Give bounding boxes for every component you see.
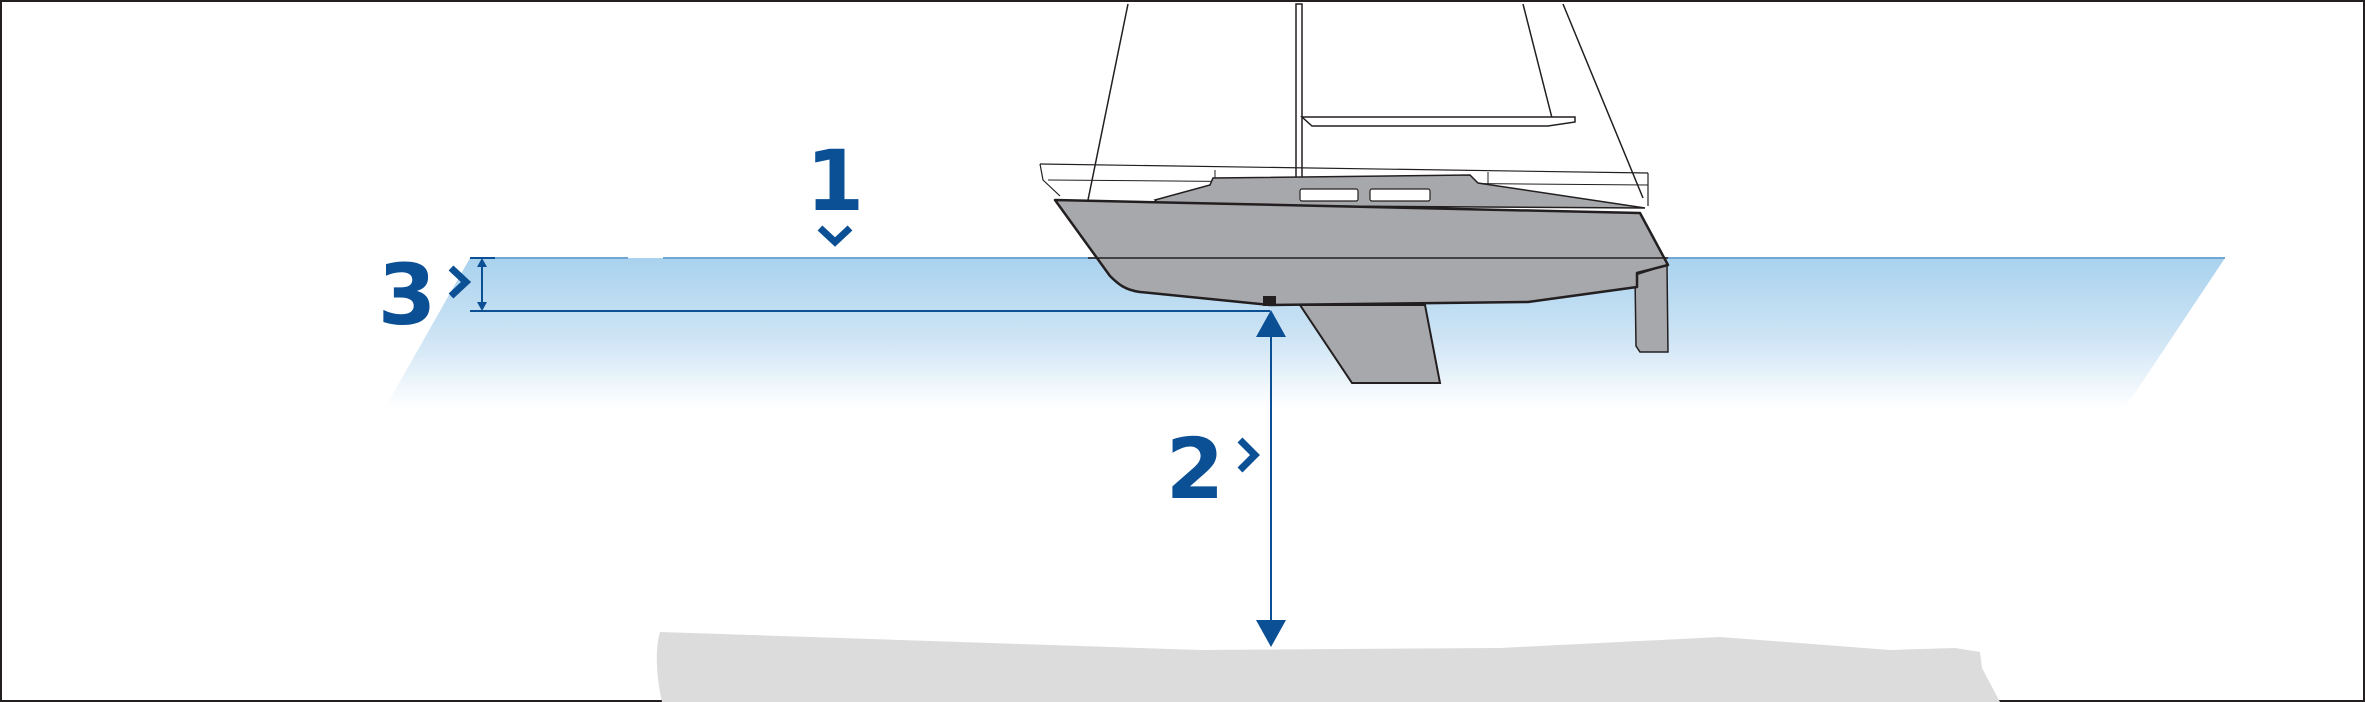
water-body: [385, 258, 2225, 408]
offset-arrowhead-down: [477, 302, 487, 311]
transducer: [1263, 296, 1276, 306]
lifeline-upper: [1039, 163, 1649, 174]
hull: [1053, 198, 1670, 307]
cabin-window: [1369, 188, 1431, 202]
callout-1: 1: [806, 132, 864, 247]
callout-1-chevron-down-icon: [817, 225, 853, 247]
callout-3-label: 3: [378, 246, 436, 344]
seabed: [656, 632, 2000, 702]
depth-arrowhead-down: [1256, 620, 1286, 647]
depth-arrowhead-up: [1256, 310, 1286, 337]
boom: [1300, 116, 1576, 127]
callout-3-chevron-right-icon: [448, 265, 472, 299]
backstay: [1562, 3, 1644, 199]
sailboat: [1039, 3, 1670, 384]
bow-pulpit: [1039, 163, 1061, 197]
callout-3: 3: [378, 246, 472, 344]
offset-arrowhead-up: [477, 258, 487, 267]
callout-2-label: 2: [1166, 420, 1224, 518]
shroud: [1522, 3, 1553, 119]
rudder: [1634, 263, 1669, 353]
depth-measurement: [1256, 310, 1286, 647]
forestay: [1087, 3, 1129, 201]
keel: [1298, 304, 1442, 384]
offset-measurement: [470, 257, 1270, 312]
callout-2: 2: [1166, 420, 1260, 518]
cabin-window: [1299, 188, 1359, 202]
callout-1-label: 1: [806, 132, 864, 230]
mast: [1295, 3, 1303, 180]
callout-2-chevron-right-icon: [1237, 437, 1260, 473]
